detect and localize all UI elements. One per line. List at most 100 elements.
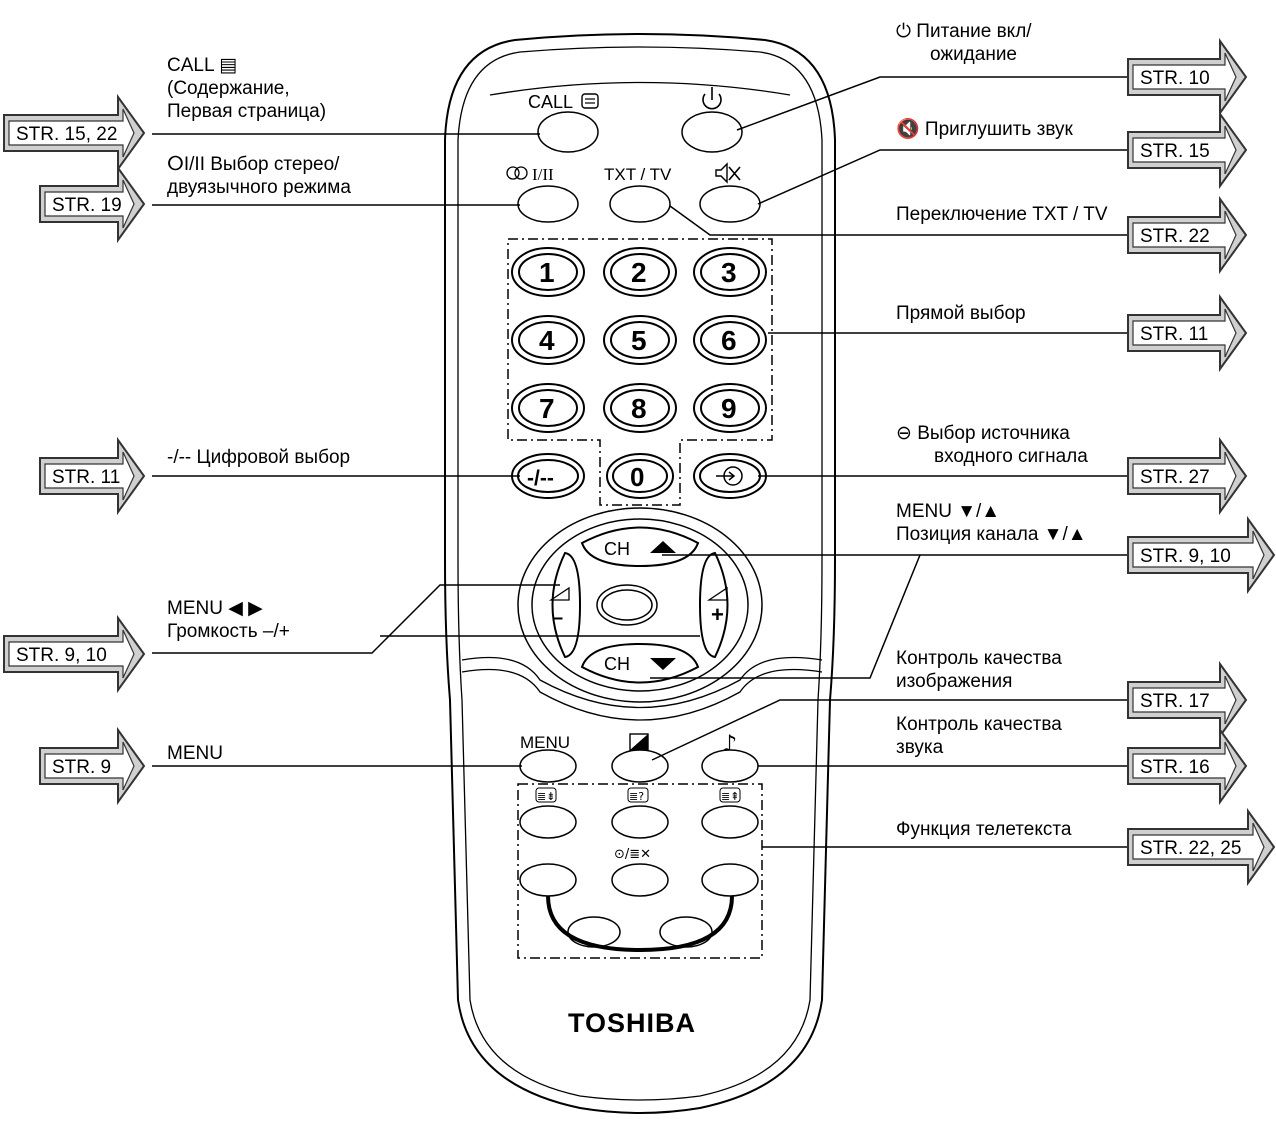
zero-button[interactable] [612,459,668,493]
teletext-button-6[interactable] [701,863,759,897]
digit-7-button[interactable]: 7 [511,383,585,433]
page-ref-teletext: STR. 22, 25 [1127,807,1276,887]
digit-6-button[interactable]: 6 [693,315,767,365]
page-ref-teletext-label: STR. 22, 25 [1140,838,1241,859]
vol-plus-icon [706,586,728,601]
page-ref-picture-label: STR. 17 [1140,691,1210,712]
ch-up-label: CH [604,539,630,559]
teletext-button-1[interactable] [519,805,577,839]
teletext-icons [535,787,741,803]
teletext-index-icon [581,93,599,109]
vol-minus-label: – [552,607,563,629]
page-ref-call-label: STR. 15, 22 [16,124,117,145]
callout-txt: Переключение TXT / TV [896,204,1108,225]
vol-minus-icon [548,586,570,601]
vol-minus-button[interactable] [551,551,582,659]
page-ref-mute: STR. 15 [1127,110,1248,190]
page-ref-picture: STR. 17 [1127,660,1248,740]
digit-3-label: 3 [721,257,737,288]
callout-digit: -/-- Цифровой выбор [167,447,351,468]
mute-button[interactable] [699,185,761,223]
callout-chpos: MENU ▼/▲Позиция канала ▼/▲ [896,501,1087,545]
digit-6-label: 6 [721,325,737,356]
callout-menu: MENU [167,743,223,764]
page-ref-direct-label: STR. 11 [1140,324,1208,345]
page-ref-direct: STR. 11 [1127,293,1248,373]
page-ref-input-label: STR. 27 [1140,467,1210,488]
teletext-button-8[interactable] [659,916,713,948]
brand-logo: TOSHIBA [568,1008,696,1038]
zero-label: 0 [630,462,644,492]
ch-down-button[interactable] [580,642,700,684]
nav-cluster-outer [517,507,763,703]
sound-button[interactable] [701,749,759,783]
digit-9-label: 9 [721,393,737,424]
teletext-button-2[interactable] [611,805,669,839]
stereo-icon [506,166,528,180]
remote-body-inner [457,46,823,1101]
digit-9-button[interactable]: 9 [693,383,767,433]
page-ref-menu: STR. 9 [39,726,146,806]
callout-mute: 🔇 Приглушить звук [896,119,1073,140]
power-button[interactable] [681,111,743,153]
teletext-icon-4: ⊙/≣✕ [614,847,651,862]
digit-mode-label: -/-- [527,467,554,490]
callout-call: CALL ▤(Содержание,Первая страница) [167,55,327,122]
teletext-button-4[interactable] [519,863,577,897]
txt-tv-button[interactable] [609,185,671,223]
page-ref-txt: STR. 22 [1127,195,1248,275]
ok-button[interactable] [601,589,653,621]
callout-teletext: Функция телетекста [896,819,1072,840]
digit-3-button[interactable]: 3 [693,247,767,297]
ch-up-button[interactable] [580,526,700,568]
page-ref-input: STR. 27 [1127,436,1248,516]
digit-2-label: 2 [631,257,647,288]
vol-plus-label: + [711,602,724,627]
page-ref-digit: STR. 11 [39,436,146,516]
digit-7-label: 7 [539,393,555,424]
page-ref-mute-label: STR. 15 [1140,141,1210,162]
teletext-frame [517,783,763,959]
digit-1-label: 1 [539,257,555,288]
menu-label: MENU [520,733,570,752]
body-wave [461,656,823,709]
picture-icon [629,733,649,751]
page-ref-volume-label: STR. 9, 10 [16,645,107,666]
callout-volume: MENU ◀ ▶Громкость –/+ [167,598,290,642]
teletext-link-curve [546,895,734,953]
digit-4-label: 4 [539,325,555,356]
digit-5-button[interactable]: 5 [603,315,677,365]
callout-stereo: ⵔI/II Выбор стерео/двуязычного режима [167,154,351,198]
teletext-button-5[interactable] [611,863,669,897]
page-ref-sound-label: STR. 16 [1140,757,1210,778]
mute-icon [715,162,741,184]
ch-down-label: CH [604,654,630,674]
teletext-icon-3: ≣⇞ [721,790,739,803]
teletext-icon-1: ≣⇟ [537,790,555,803]
teletext-button-7[interactable] [567,916,621,948]
page-ref-chpos-label: STR. 9, 10 [1140,546,1231,567]
page-ref-power: STR. 10 [1127,37,1248,117]
page-ref-menu-label: STR. 9 [52,757,111,778]
top-arc [489,81,791,96]
callout-direct: Прямой выбор [896,303,1026,324]
callout-power: ⏻ Питание вкл/ожидание [896,21,1032,65]
stereo-label: I/II [532,165,554,184]
stereo-button[interactable] [517,185,579,223]
digit-1-button[interactable]: 1 [511,247,585,297]
digit-8-button[interactable]: 8 [603,383,677,433]
direct-select-frame [507,238,773,506]
page-ref-digit-label: STR. 11 [52,467,120,488]
call-button[interactable] [537,111,599,153]
digit-2-button[interactable]: 2 [603,247,677,297]
txt-tv-label: TXT / TV [604,165,672,184]
picture-button[interactable] [611,749,669,783]
page-ref-txt-label: STR. 22 [1140,226,1210,247]
digit-4-button[interactable]: 4 [511,315,585,365]
teletext-button-3[interactable] [701,805,759,839]
body-wave-2 [461,668,823,721]
menu-button[interactable] [519,749,577,783]
